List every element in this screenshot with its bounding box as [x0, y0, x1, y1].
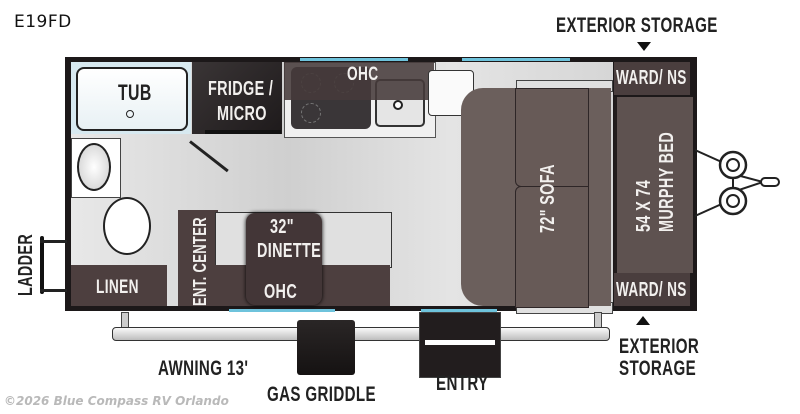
- toilet-icon: [103, 197, 151, 255]
- fridge-base: [205, 130, 281, 134]
- gas-griddle: [297, 320, 355, 375]
- arrow-up-icon: [636, 316, 650, 325]
- sofa-cushion-bottom: [515, 186, 589, 308]
- awning-label: AWNING 13': [158, 357, 249, 380]
- murphy-bed: [614, 97, 693, 273]
- watermark: ©2026 Blue Compass RV Orlando: [4, 394, 229, 408]
- ent-center-label: ENT. CENTER: [190, 217, 210, 306]
- fridge-micro: [192, 62, 282, 134]
- wardrobe-top: [614, 62, 690, 95]
- bed-size-label: 54 X 74: [633, 179, 655, 232]
- burner-icon: [301, 103, 321, 123]
- dinette-ohc-label: OHC: [264, 281, 298, 303]
- entry-steps: [419, 312, 501, 378]
- sofa-label: 72" SOFA: [537, 164, 559, 233]
- ward-ns-bottom-label: WARD/ NS: [616, 279, 687, 301]
- sink-drain-icon: [393, 100, 403, 110]
- tub-label: TUB: [118, 80, 152, 105]
- ladder-label: LADDER: [15, 233, 37, 296]
- exterior-storage-top-label: EXTERIOR STORAGE: [556, 14, 718, 37]
- dinette-table: [246, 213, 322, 305]
- dinette-size-label: 32": [270, 216, 294, 238]
- fridge-label-line1: FRIDGE /: [208, 78, 274, 100]
- kitchen-ohc-label: OHC: [347, 64, 379, 85]
- linen-cabinet: [71, 265, 167, 306]
- ladder-icon: [40, 236, 44, 294]
- ward-ns-top-label: WARD/ NS: [616, 67, 687, 89]
- kitchen-ohc: [284, 62, 434, 100]
- fridge-label-line2: MICRO: [217, 103, 267, 125]
- murphy-bed-label: MURPHY BED: [656, 131, 678, 232]
- tub: [76, 67, 188, 131]
- window-top-kitchen: [300, 58, 408, 61]
- dinette-label: DINETTE: [257, 240, 322, 262]
- model-name: E19FD: [14, 12, 72, 32]
- entry-label: ENTRY: [436, 372, 489, 395]
- linen-label: LINEN: [96, 277, 139, 298]
- entertainment-center: [178, 210, 218, 306]
- exterior-storage-bottom-line2: STORAGE: [619, 357, 697, 380]
- awning: [112, 327, 610, 341]
- exterior-storage-bottom-line1: EXTERIOR: [619, 335, 700, 358]
- ladder-rung: [40, 240, 67, 243]
- arrow-down-icon: [637, 42, 651, 51]
- drain-icon: [126, 110, 134, 118]
- wardrobe-bottom: [614, 273, 690, 306]
- window-bottom-entry: [421, 309, 497, 312]
- vanity-sink-icon: [77, 143, 111, 191]
- hitch-icon: [695, 149, 780, 217]
- window-bottom-dinette: [229, 309, 335, 312]
- sofa-cushion-top: [515, 88, 589, 187]
- entry-step-bar: [425, 340, 495, 345]
- window-top-sofa: [462, 58, 570, 61]
- gas-griddle-label: GAS GRIDDLE: [267, 383, 376, 406]
- ladder-rung: [40, 289, 67, 292]
